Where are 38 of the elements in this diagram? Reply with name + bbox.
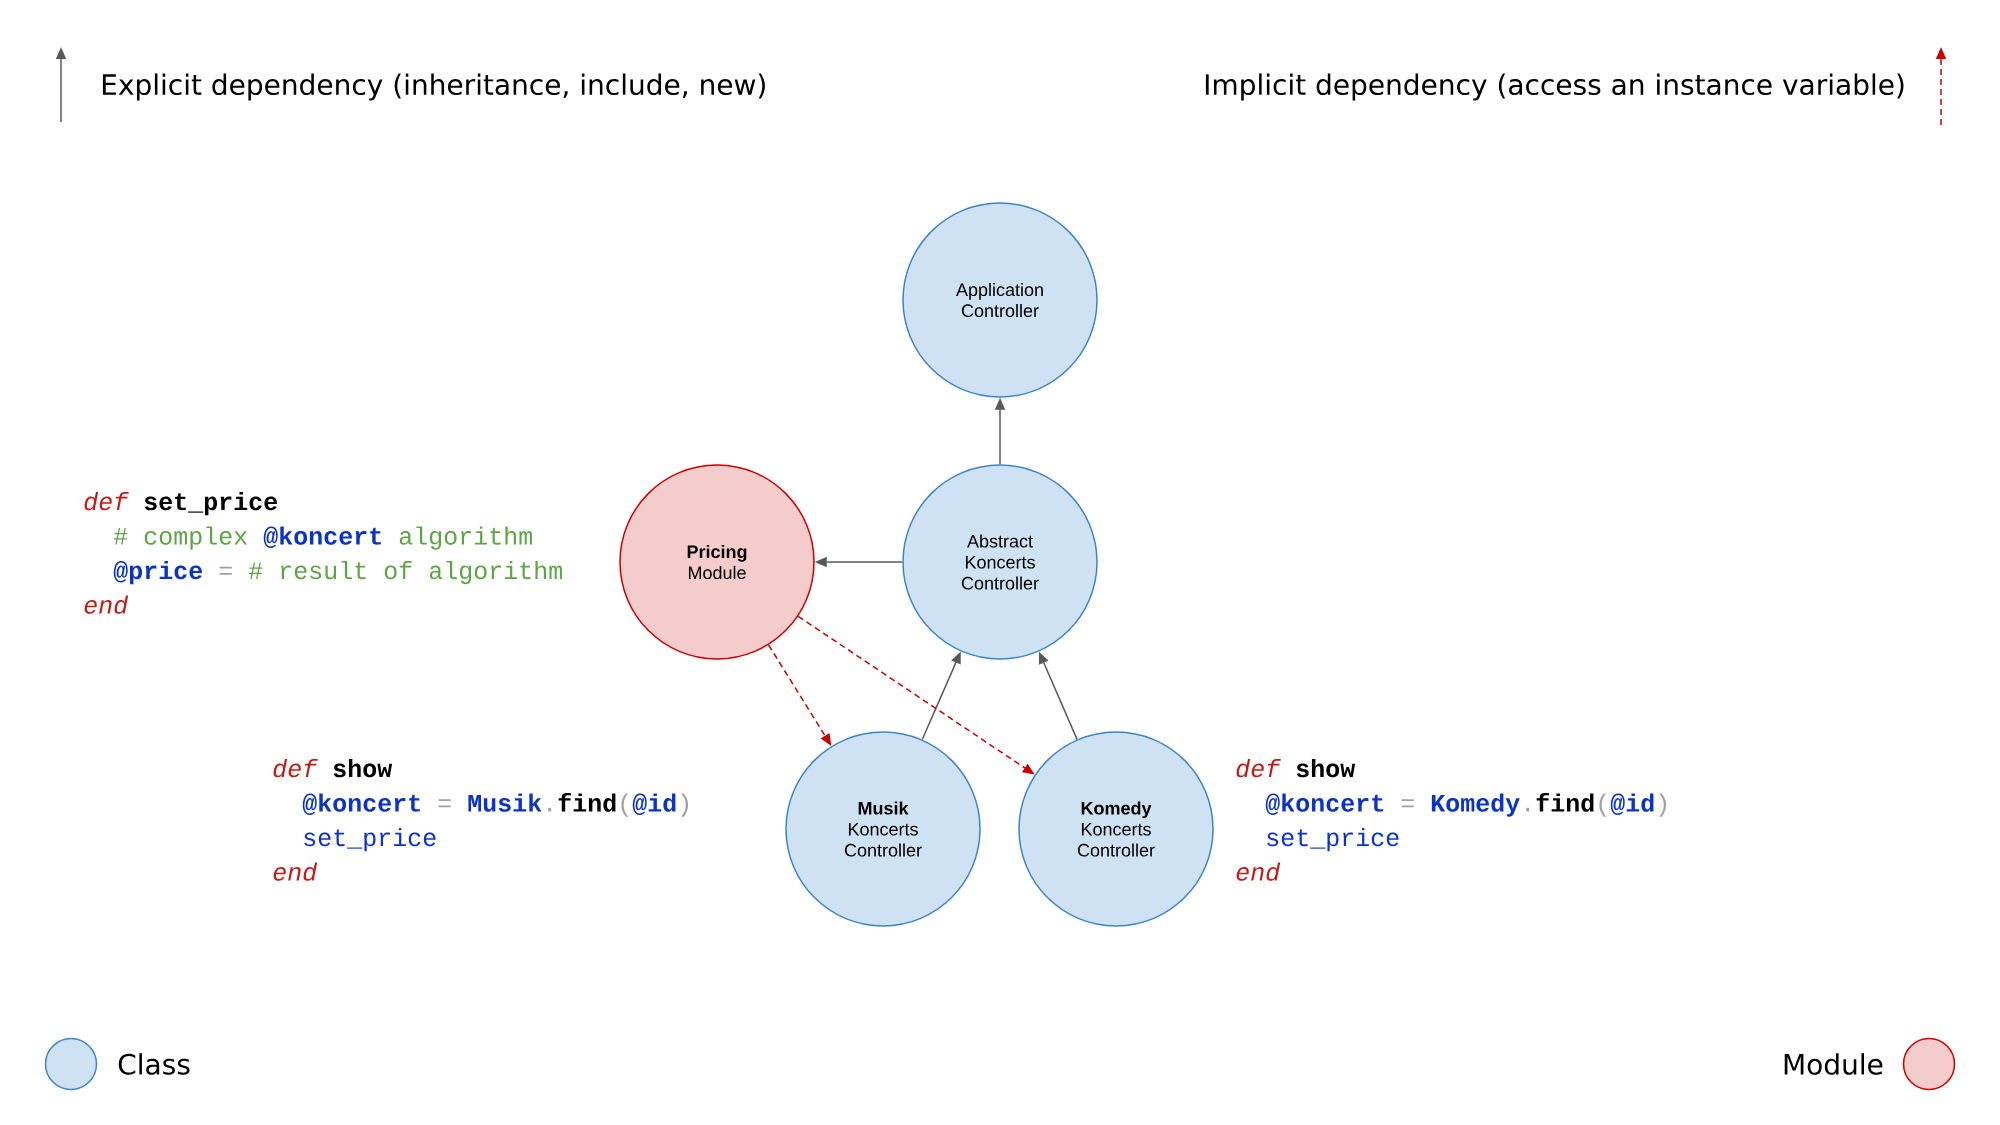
code-text: end bbox=[273, 862, 318, 881]
code-text: . bbox=[1526, 807, 1530, 812]
arrow bbox=[767, 644, 832, 746]
legend-text: Class bbox=[118, 1053, 190, 1075]
code-text: def bbox=[273, 758, 318, 778]
code-text: end bbox=[1236, 862, 1281, 881]
legend-text: Explicit dependency (inheritance, include, new) bbox=[102, 73, 765, 101]
code-text: show bbox=[333, 758, 393, 778]
code-text: = bbox=[219, 566, 232, 575]
code-text: ) bbox=[681, 793, 688, 817]
code-text: Musik bbox=[468, 793, 542, 812]
code-text: @id bbox=[632, 793, 676, 815]
code-text: # result of algorithm bbox=[248, 560, 562, 585]
code-text: @koncert bbox=[1265, 793, 1383, 815]
code-text: set_price bbox=[144, 491, 277, 516]
code-text: # complex bbox=[113, 526, 248, 550]
code-text: ( bbox=[621, 793, 629, 817]
code-text: @id bbox=[1610, 793, 1654, 815]
code-text: @koncert bbox=[263, 526, 381, 548]
code-text: def bbox=[84, 491, 129, 511]
code-text: def bbox=[1236, 758, 1281, 778]
code-text: find bbox=[558, 793, 616, 812]
code-text: . bbox=[548, 807, 552, 812]
legend-text: Implicit dependency (access an instance variable) bbox=[1205, 73, 1904, 101]
code-text: algorithm bbox=[399, 526, 532, 550]
code-text: = bbox=[438, 799, 451, 808]
code-text: find bbox=[1536, 793, 1594, 812]
code-text: set_price bbox=[304, 827, 436, 852]
code-text: Komedy bbox=[1431, 793, 1520, 817]
legend-text: Module bbox=[1784, 1053, 1883, 1075]
code-text: = bbox=[1401, 799, 1414, 808]
code-text: set_price bbox=[1267, 827, 1399, 852]
code-text: show bbox=[1296, 758, 1356, 778]
code-text: @price bbox=[113, 560, 202, 585]
code-text: end bbox=[84, 595, 129, 614]
code-text: ( bbox=[1599, 793, 1607, 817]
code-text: ) bbox=[1659, 793, 1666, 817]
code-text: @koncert bbox=[302, 793, 420, 815]
